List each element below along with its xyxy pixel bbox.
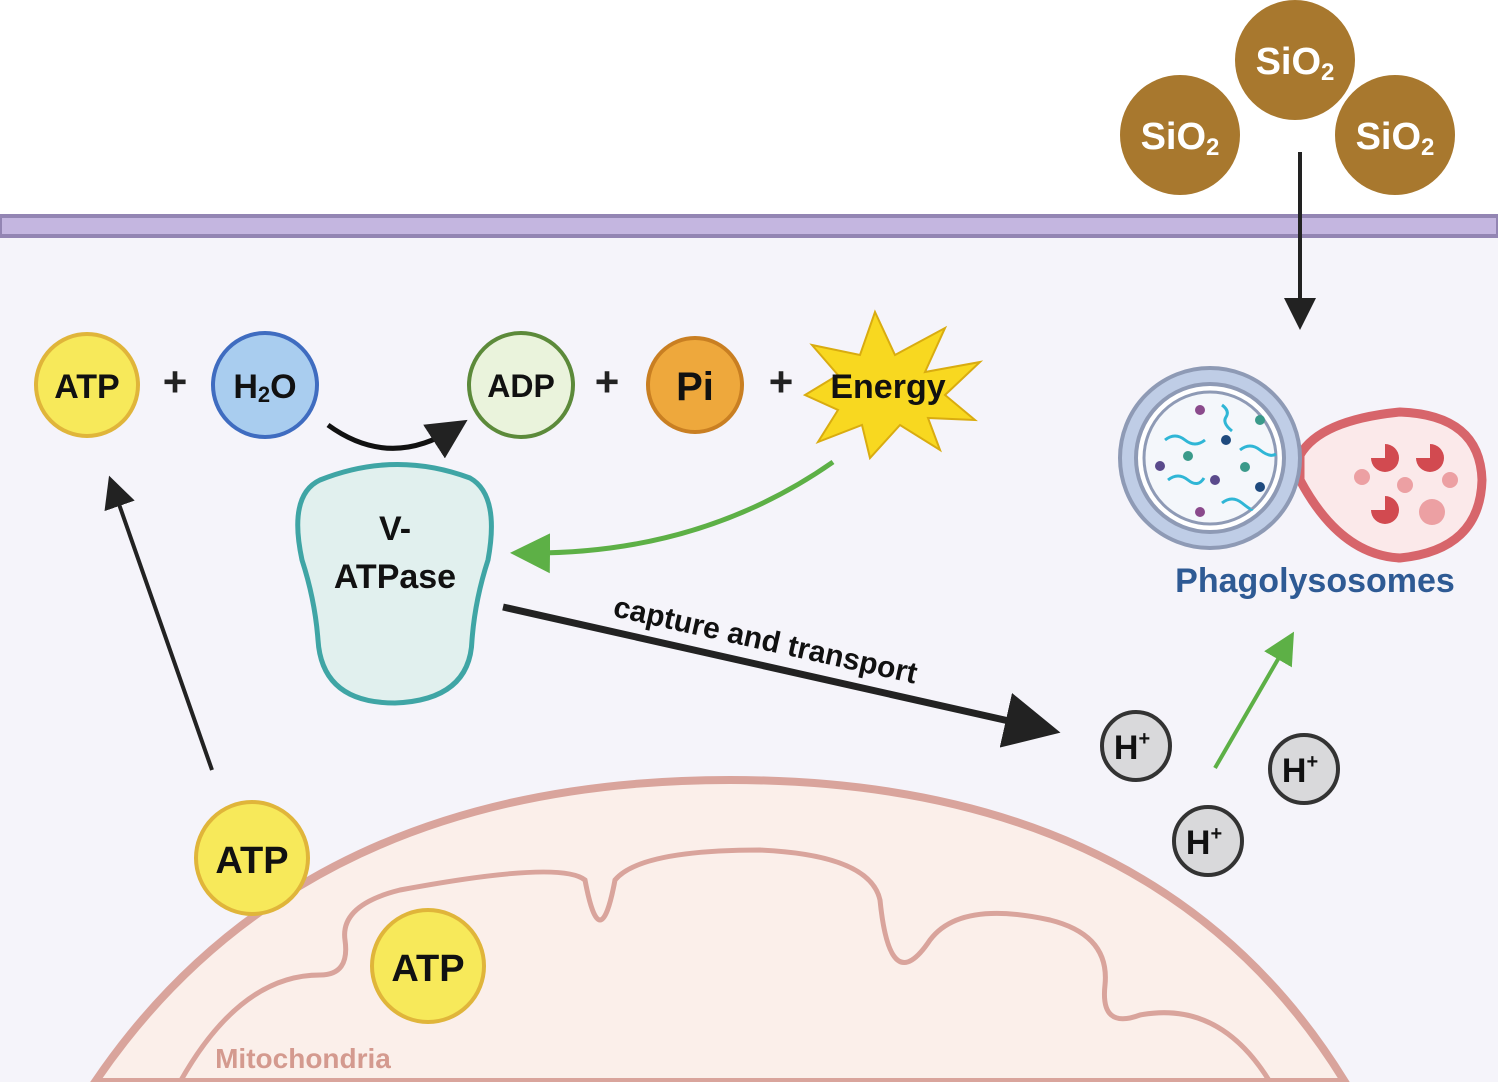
svg-text:SiO2: SiO2 — [1356, 116, 1435, 161]
svg-text:ADP: ADP — [487, 368, 555, 404]
svg-text:ATP: ATP — [391, 948, 464, 990]
svg-text:SiO2: SiO2 — [1256, 41, 1335, 86]
proton-arrow — [1213, 631, 1295, 770]
svg-text:V-: V- — [379, 510, 411, 548]
proton: H+ — [1268, 733, 1340, 805]
sio2-particle: SiO2 — [1120, 75, 1240, 195]
atp-molecule: ATP — [370, 908, 486, 1024]
proton: H+ — [1100, 710, 1172, 782]
svg-text:H+: H+ — [1186, 823, 1222, 862]
atp-supply-arrow — [104, 475, 214, 771]
mitochondria-label: Mitochondria — [215, 1043, 391, 1074]
svg-text:H+: H+ — [1282, 751, 1318, 790]
svg-text:ATP: ATP — [215, 840, 288, 882]
h2o-molecule: H2O — [211, 331, 319, 439]
svg-text:ATP: ATP — [54, 368, 119, 406]
proton: H+ — [1172, 805, 1244, 877]
plus-sign: + — [769, 358, 794, 405]
phagolysosome — [1118, 366, 1487, 563]
pi-molecule: Pi — [646, 336, 744, 434]
svg-text:H2O: H2O — [233, 368, 296, 407]
atp-molecule: ATP — [34, 332, 140, 438]
adp-molecule: ADP — [467, 331, 575, 439]
atp-molecule: ATP — [194, 800, 310, 916]
hydrolysis-arrow — [326, 419, 468, 459]
svg-text:Energy: Energy — [830, 368, 945, 406]
v-atpase: V- ATPase — [295, 462, 494, 706]
plus-sign: + — [595, 358, 620, 405]
cell-membrane — [0, 214, 1498, 238]
svg-text:H+: H+ — [1114, 728, 1150, 767]
energy-arrow — [510, 459, 835, 574]
plus-sign: + — [163, 358, 188, 405]
svg-text:ATPase: ATPase — [334, 558, 456, 596]
transport-arrow — [502, 603, 1061, 748]
sio2-particle: SiO2 — [1335, 75, 1455, 195]
sio2-particle: SiO2 — [1235, 0, 1355, 120]
phagolysosome-label: Phagolysosomes — [1175, 562, 1455, 600]
svg-text:Pi: Pi — [676, 365, 714, 409]
svg-text:SiO2: SiO2 — [1141, 116, 1220, 161]
energy-burst: Energy — [802, 309, 984, 461]
